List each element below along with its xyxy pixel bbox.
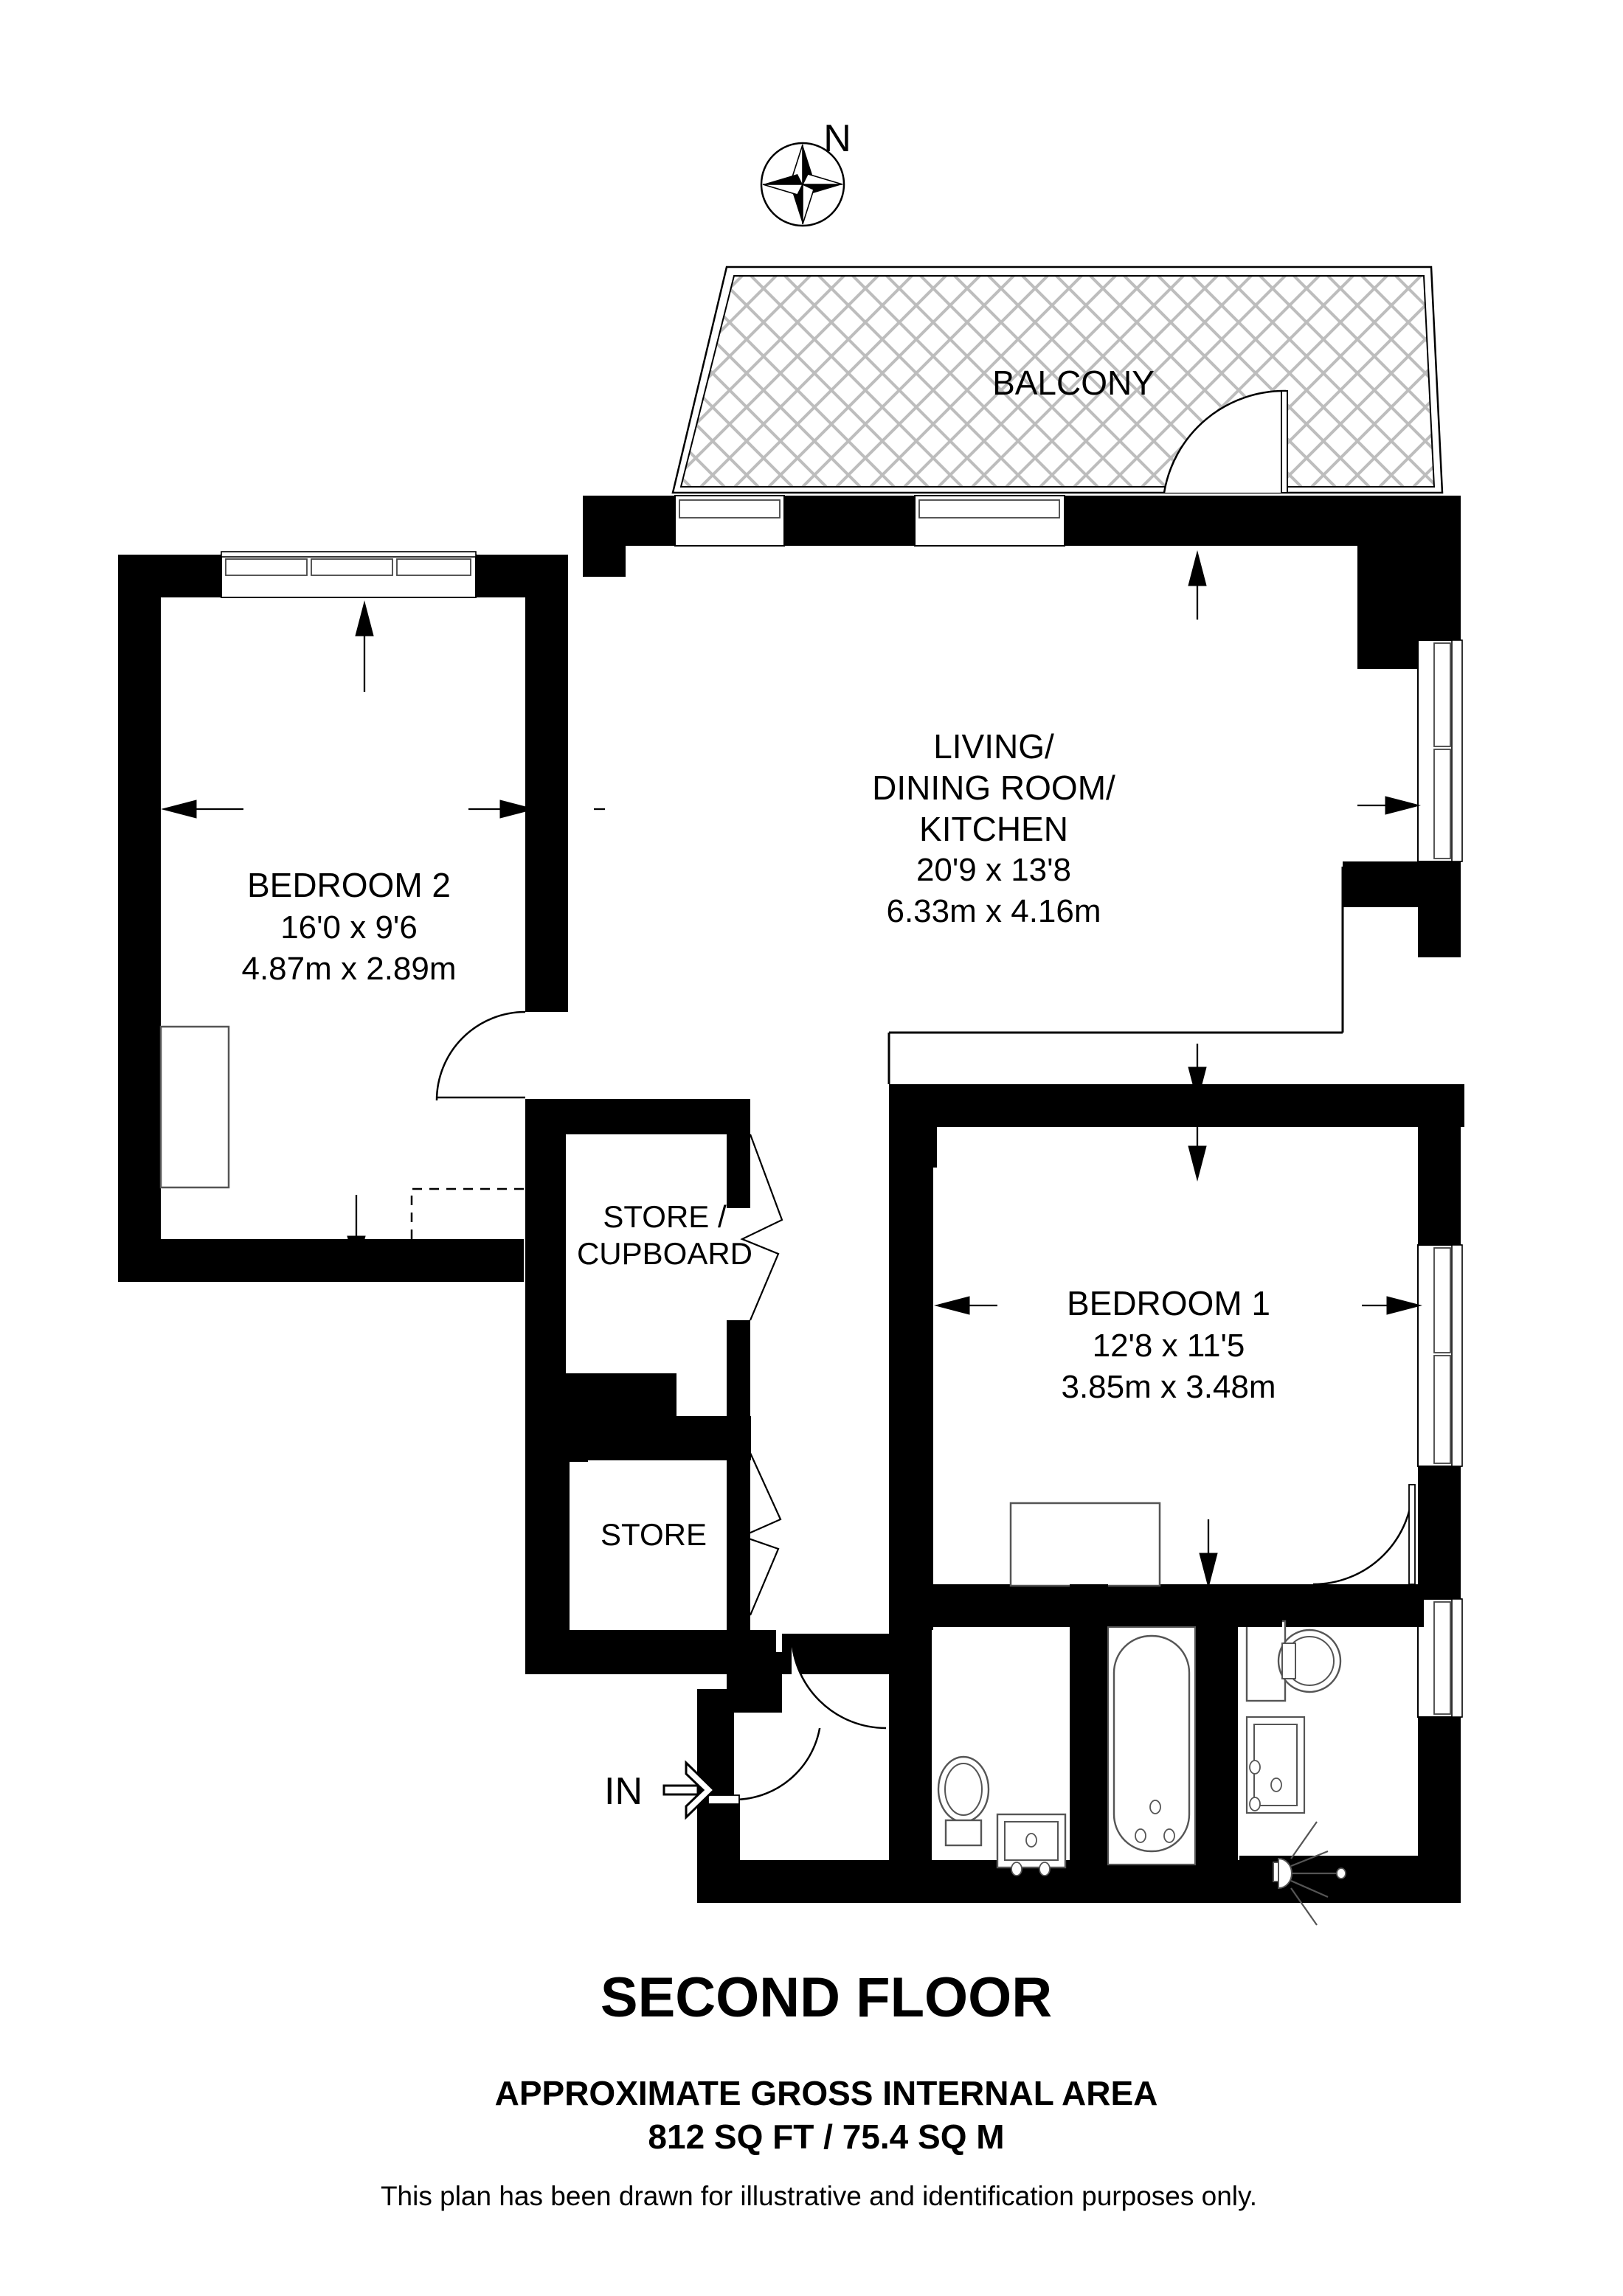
dimension-arrows xyxy=(161,550,1422,1589)
compass-label: N xyxy=(823,117,851,160)
room-label-living-line2: DINING ROOM/ xyxy=(872,769,1115,807)
window-bedroom-2 xyxy=(221,551,477,598)
room-label-living-line1: LIVING/ xyxy=(933,727,1054,766)
room-label-living-line3: KITCHEN xyxy=(919,810,1068,848)
room-dims-imperial-living: 20'9 x 13'8 xyxy=(916,852,1071,888)
room-dims-metric-bedroom-1: 3.85m x 3.48m xyxy=(1061,1369,1276,1405)
room-label-store-cupboard-line1: STORE / xyxy=(603,1199,727,1234)
wardrobe-bedroom-2 xyxy=(159,1025,230,1189)
area-heading: APPROXIMATE GROSS INTERNAL AREA xyxy=(495,2074,1158,2112)
window-ensuite-east xyxy=(1417,1598,1463,1718)
page-title: SECOND FLOOR xyxy=(601,1966,1052,2029)
window-living-room-b xyxy=(914,495,1065,547)
wall-structure xyxy=(118,495,1464,1926)
disclaimer-text: This plan has been drawn for illustrativ… xyxy=(381,2181,1257,2211)
bath-icon xyxy=(1107,1626,1197,1866)
room-dims-metric-bedroom-2: 4.87m x 2.89m xyxy=(241,951,456,987)
entry-arrow-icon xyxy=(662,1760,716,1820)
window-living-room-a xyxy=(674,495,785,547)
room-dims-metric-living: 6.33m x 4.16m xyxy=(886,893,1101,929)
shower-icon-ensuite xyxy=(1273,1821,1346,1926)
compass-rose xyxy=(760,142,845,227)
sink-icon-bathroom xyxy=(996,1813,1067,1876)
room-label-bedroom-1: BEDROOM 1 xyxy=(1067,1284,1270,1322)
window-bedroom-1-east xyxy=(1417,1244,1463,1467)
bed-bedroom-1 xyxy=(1009,1502,1161,1587)
wc-icon-bathroom xyxy=(937,1755,990,1847)
room-dims-imperial-bedroom-1: 12'8 x 11'5 xyxy=(1093,1328,1245,1364)
room-dims-imperial-bedroom-2: 16'0 x 9'6 xyxy=(280,909,418,946)
wc-icon-ensuite xyxy=(1245,1620,1342,1702)
window-living-room-east xyxy=(1417,639,1463,862)
room-balcony xyxy=(671,168,1444,494)
area-value: 812 SQ FT / 75.4 SQ M xyxy=(648,2118,1004,2156)
room-label-bedroom-2: BEDROOM 2 xyxy=(247,866,451,904)
sink-icon-ensuite xyxy=(1245,1716,1306,1814)
room-label-store: STORE xyxy=(601,1517,707,1552)
room-label-balcony: BALCONY xyxy=(992,364,1155,402)
entry-label: IN xyxy=(604,1770,643,1813)
room-label-store-cupboard-line2: CUPBOARD xyxy=(577,1236,752,1271)
